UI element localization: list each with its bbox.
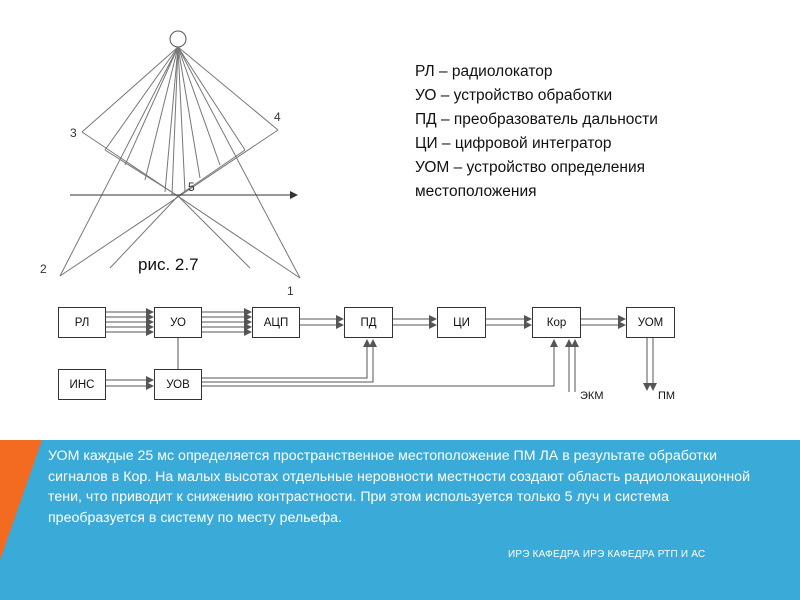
block-ci: ЦИ [437,307,486,338]
figure-caption: рис. 2.7 [138,255,199,274]
block-ins: ИНС [58,369,106,400]
legend: РЛ – радиолокатор УО – устройство обрабо… [415,60,658,204]
block-pd: ПД [344,307,393,338]
figure-label-2: 2 [40,262,47,276]
figure-label-1: 1 [287,284,294,298]
footer-text: ИРЭ КАФЕДРА ИРЭ КАФЕДРА РТП И АС [508,549,706,560]
block-uom: УОМ [626,307,675,338]
legend-item-uom-cont: местоположения [415,183,537,200]
pm-label: ПМ [658,390,676,402]
block-rl: РЛ [58,307,106,338]
orange-corner [0,440,42,560]
block-kor: Кор [532,307,581,338]
block-uo: УО [154,307,202,338]
block-uov: УОВ [154,369,202,400]
legend-item-rl: РЛ – радиолокатор [415,63,553,80]
legend-item-uom: УОМ – устройство определения [415,159,646,176]
legend-item-pd: ПД – преобразователь дальности [415,111,658,128]
block-adc: АЦП [252,307,300,338]
legend-item-uo: УО – устройство обработки [415,87,613,104]
figure-label-5: 5 [188,180,195,194]
body-paragraph: УОМ каждые 25 мс определяется пространст… [48,448,750,526]
ekm-label: ЭКМ [580,390,604,402]
horizon-arrow-head [290,191,298,199]
legend-item-ci: ЦИ – цифровой интегратор [415,135,612,152]
figure-label-4: 4 [274,110,281,124]
blue-band [0,440,800,600]
figure-label-3: 3 [70,126,77,140]
